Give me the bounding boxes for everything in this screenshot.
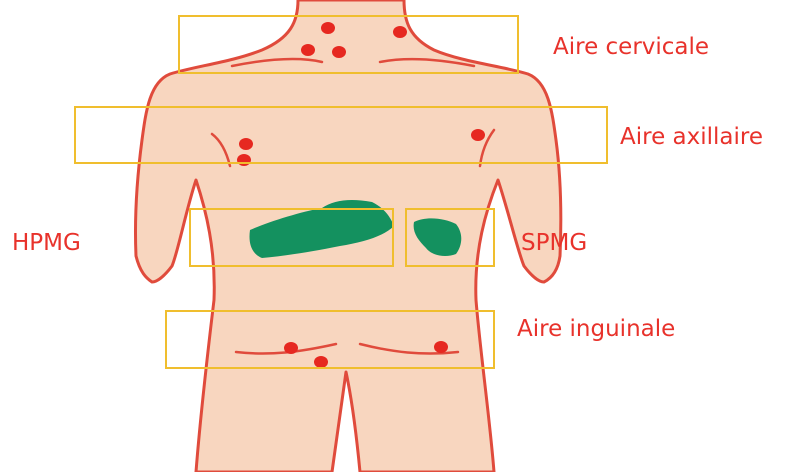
axillary-lymph-node: [471, 129, 485, 141]
cervical-lymph-node: [332, 46, 346, 58]
inguinal-lymph-node: [284, 342, 298, 354]
cervical-lymph-node: [301, 44, 315, 56]
axillary-area-label: Aire axillaire: [620, 124, 763, 150]
hepatomegaly-label: HPMG: [12, 230, 81, 256]
cervical-lymph-node: [393, 26, 407, 38]
inguinal-area-label: Aire inguinale: [517, 316, 675, 342]
cervical-area-label: Aire cervicale: [553, 34, 709, 60]
splenomegaly-label: SPMG: [521, 230, 587, 256]
inguinal-lymph-node: [434, 341, 448, 353]
axillary-lymph-node: [239, 138, 253, 150]
inguinal-lymph-node: [314, 356, 328, 368]
cervical-lymph-node: [321, 22, 335, 34]
axillary-lymph-node: [237, 154, 251, 166]
